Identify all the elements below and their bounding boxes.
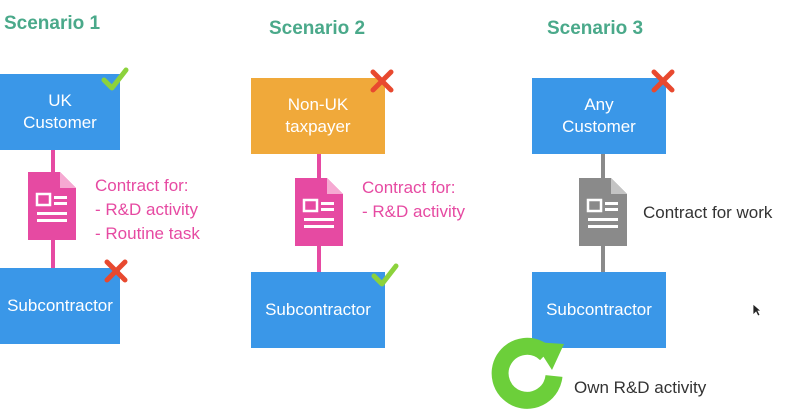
contract-heading: Contract for work: [643, 203, 773, 222]
cross-icon: [651, 69, 675, 93]
contract-item-routine: - Routine task: [95, 224, 200, 243]
scenario-3-subcontractor-label: Subcontractor: [546, 300, 652, 319]
scenario-2-contract-text: Contract for: - R&D activity: [362, 176, 465, 224]
check-icon: [371, 263, 399, 287]
scenario-1-customer-line1: UK: [48, 91, 72, 110]
scenario-1-subcontractor-box: Subcontractor: [0, 268, 120, 344]
document-icon: [579, 178, 627, 246]
contract-item-rnd: - R&D activity: [362, 202, 465, 221]
document-icon: [295, 178, 343, 246]
contract-item-rnd: - R&D activity: [95, 200, 198, 219]
scenario-2-taxpayer-line1: Non-UK: [287, 95, 349, 114]
scenario-2-subcontractor-box: Subcontractor: [251, 272, 385, 348]
scenario-3-customer-line1: Any: [584, 95, 614, 114]
scenario-1-customer-box: UK Customer: [0, 74, 120, 150]
contract-heading: Contract for:: [362, 178, 456, 197]
scenario-1-subcontractor-label: Subcontractor: [7, 296, 113, 315]
scenario-3-subcontractor-box: Subcontractor: [532, 272, 666, 348]
scenario-3-customer-line2: Customer: [562, 117, 636, 136]
mouse-cursor-icon: [752, 303, 762, 317]
cross-icon: [370, 69, 394, 93]
scenario-1-contract-text: Contract for: - R&D activity - Routine t…: [95, 174, 200, 246]
scenario-2-taxpayer-line2: taxpayer: [285, 117, 351, 136]
loop-arrow-icon: [491, 337, 564, 409]
check-icon: [101, 67, 129, 91]
cross-icon: [104, 259, 128, 283]
scenario-3-customer-box: Any Customer: [532, 78, 666, 154]
scenario-1-title: Scenario 1: [4, 13, 101, 34]
scenario-3-title: Scenario 3: [547, 18, 644, 39]
scenario-3-contract-text: Contract for work: [643, 201, 772, 225]
own-rnd-activity-label: Own R&D activity: [574, 378, 707, 397]
scenario-2-subcontractor-label: Subcontractor: [265, 300, 371, 319]
contract-heading: Contract for:: [95, 176, 189, 195]
scenario-2-title: Scenario 2: [269, 18, 366, 39]
document-icon: [28, 172, 76, 240]
scenario-2-taxpayer-box: Non-UK taxpayer: [251, 78, 385, 154]
scenario-1-customer-line2: Customer: [23, 113, 97, 132]
